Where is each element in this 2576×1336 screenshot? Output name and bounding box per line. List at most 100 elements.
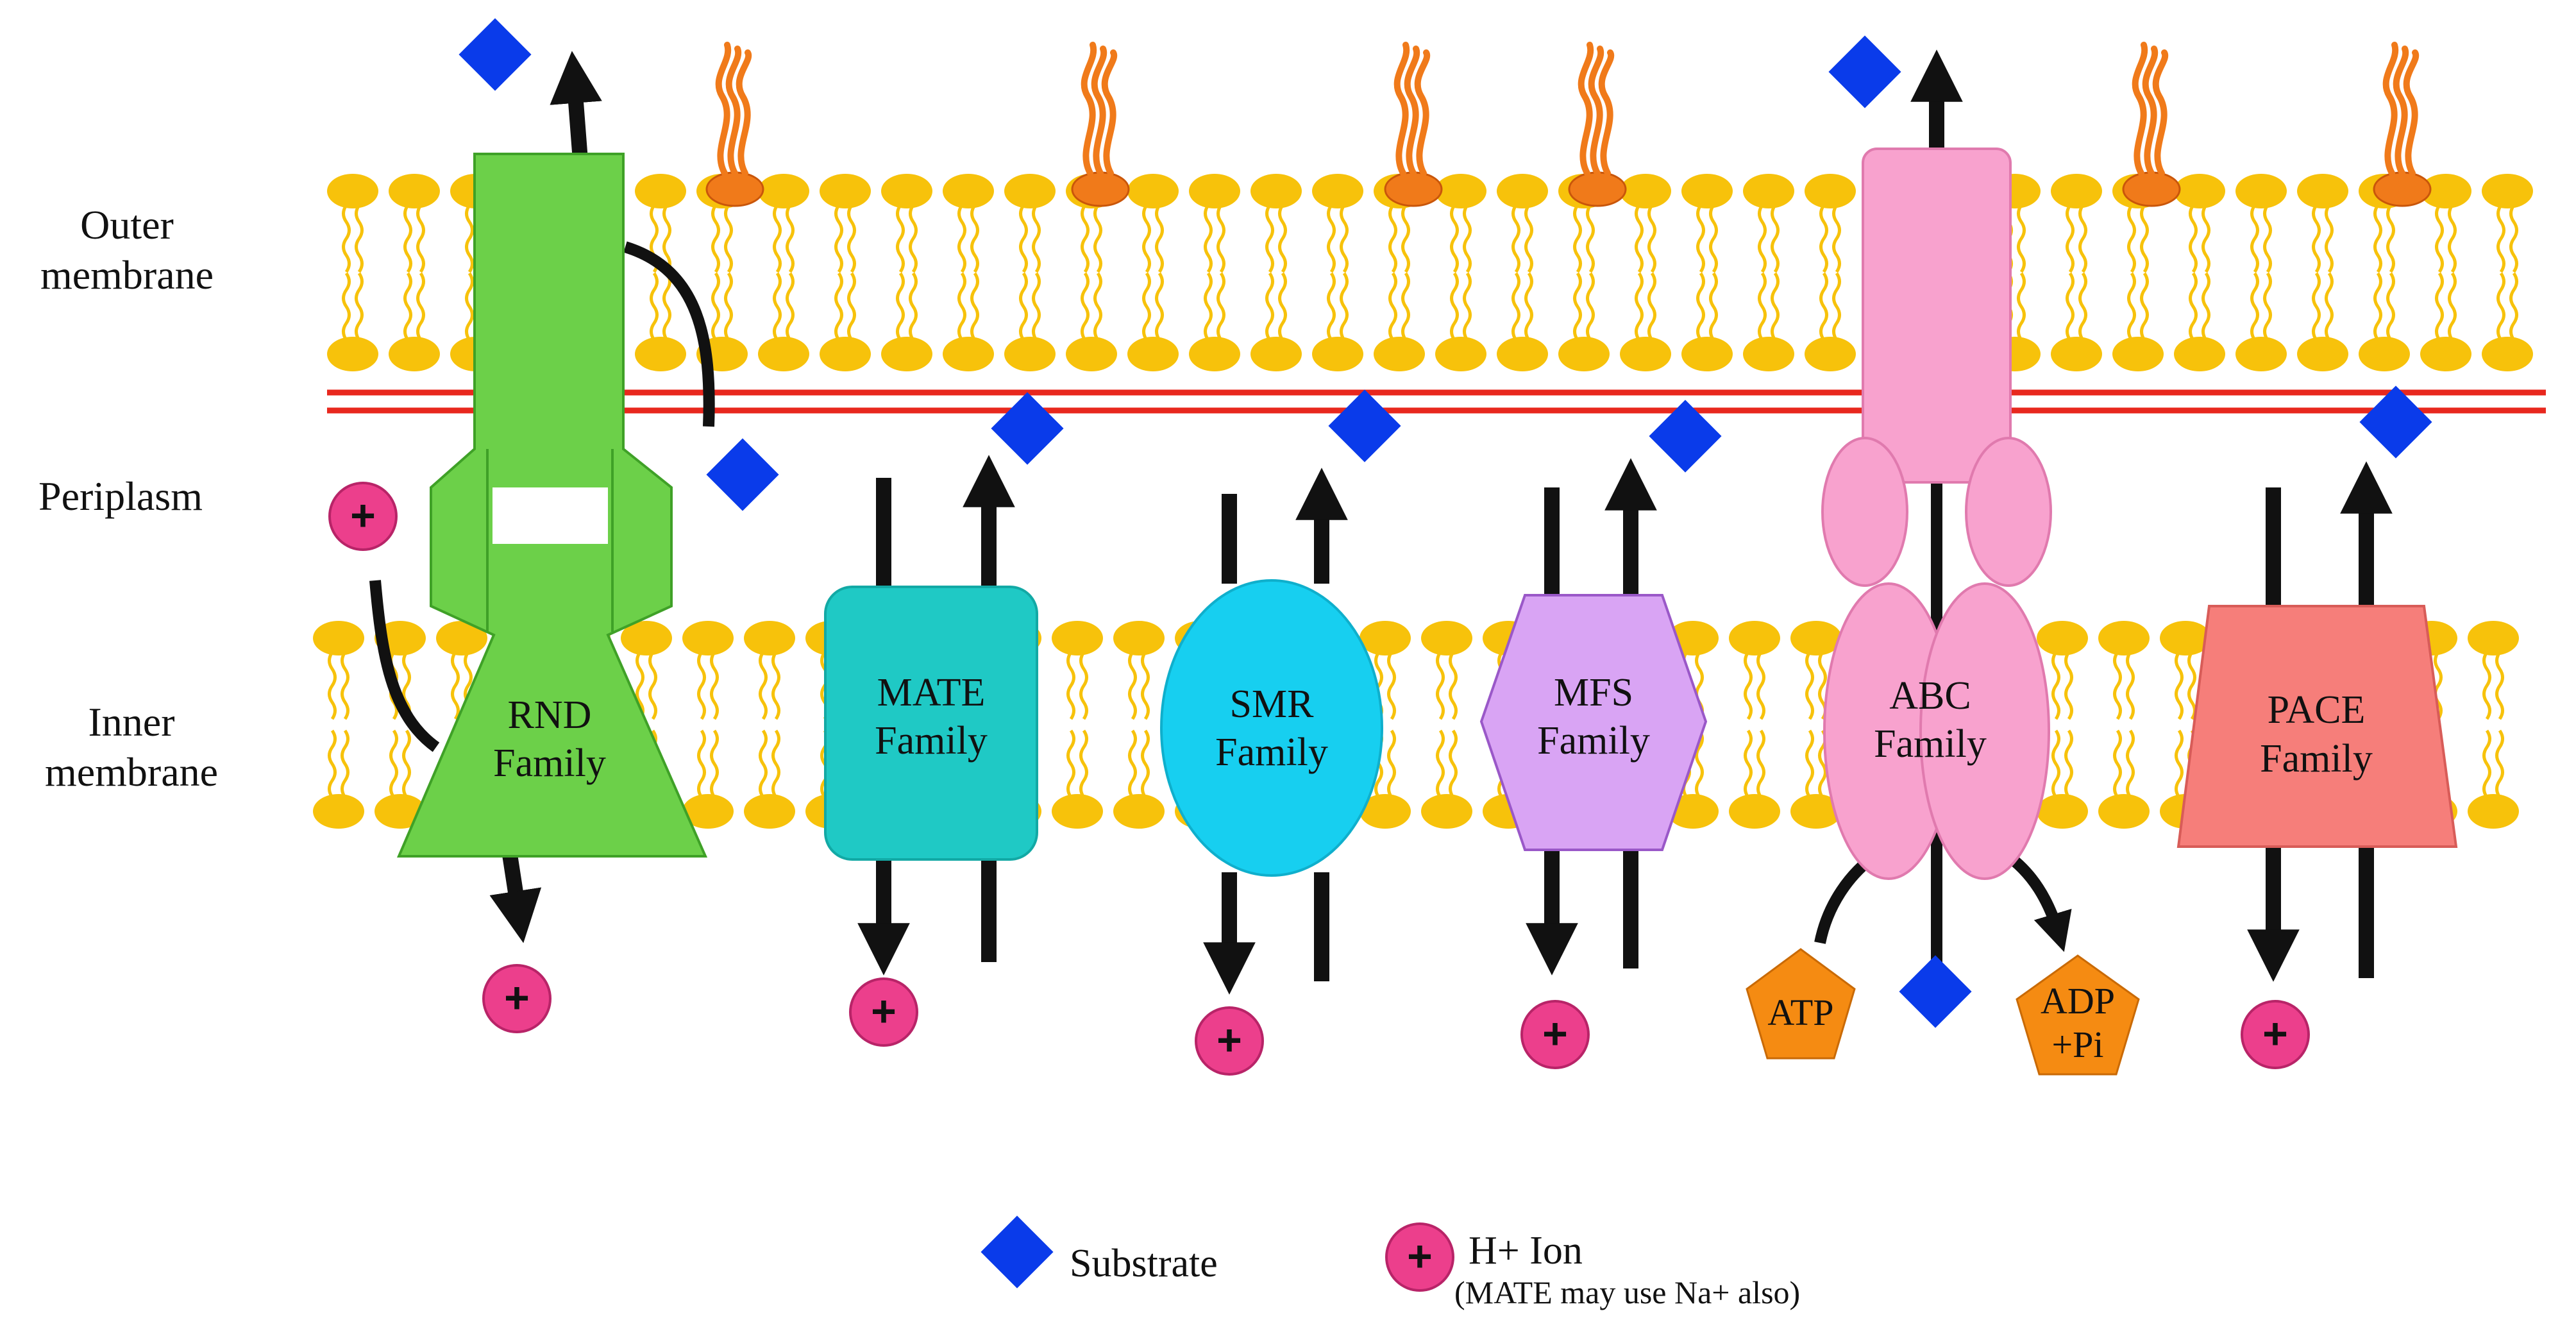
mate-label-line-2: Family: [875, 719, 988, 763]
outer-membrane-lipid: [2235, 174, 2287, 371]
outer-membrane-lipid: [881, 174, 932, 371]
substrate-diamond-icon: [1828, 35, 1901, 108]
abc-periplasmic-lobe-left: [1821, 437, 1908, 587]
outer-membrane-lipid: [2051, 174, 2102, 371]
pace-transporter: PACE Family: [2176, 461, 2458, 982]
atp-pentagon-icon: [1746, 948, 1856, 1060]
smr-label-line-1: SMR: [1230, 682, 1315, 726]
outer-membrane-lipid: [1312, 174, 1363, 371]
outer-membrane-lipid: [1743, 174, 1794, 371]
proton-plus-circle-icon: +: [1195, 1006, 1264, 1076]
outer-membrane-lipid: [1805, 174, 1856, 371]
outer-membrane-label-line-2: membrane: [40, 252, 214, 298]
rnd-substrate-capture-line: [623, 241, 715, 427]
proton-plus-circle-icon: +: [328, 482, 398, 551]
pace-label-line-1: PACE: [2268, 688, 2366, 732]
outer-membrane-lipid: [2420, 174, 2471, 371]
inner-membrane-lipid: [1729, 621, 1780, 829]
svg-text:+: +: [871, 987, 897, 1036]
inner-membrane-lipid: [1790, 621, 1842, 829]
substrate-diamond-icon: [2359, 385, 2432, 459]
outer-membrane-lipid: [1681, 174, 1733, 371]
rnd-substrate-exit-arrow: [550, 51, 602, 161]
mfs-transporter: MFS Family: [1479, 458, 1708, 976]
inner-membrane-lipid: [2098, 621, 2150, 829]
lipopolysaccharide-chains: [705, 42, 2432, 207]
abc-transporter: ABC Family ATP ADP +Pi: [1746, 49, 2140, 1076]
outer-membrane-lipid: [1435, 174, 1486, 371]
substrate-diamond-icon: [991, 392, 1064, 465]
substrate-molecules: [459, 18, 2432, 1028]
inner-membrane-lipid: [313, 621, 364, 829]
legend-substrate-label: Substrate: [1070, 1242, 1218, 1285]
legend-ion-note: (MATE may use Na+ also): [1454, 1274, 1800, 1310]
proton-plus-circle-icon: +: [2241, 1000, 2310, 1069]
abc-label-line-1: ABC: [1889, 674, 1971, 718]
substrate-diamond-icon: [1899, 955, 1972, 1028]
lps-chain: [2373, 42, 2432, 207]
proton-plus-circle-icon: +: [1520, 1000, 1590, 1069]
substrate-diamond-icon: [1649, 400, 1722, 473]
inner-membrane-lipid: [1052, 621, 1103, 829]
outer-membrane-lipid: [1497, 174, 1548, 371]
adp-label-line-2: +Pi: [2051, 1024, 2103, 1065]
svg-text:+: +: [1216, 1016, 1242, 1065]
lps-chain: [1071, 42, 1130, 207]
outer-membrane-lipid: [2174, 174, 2225, 371]
mfs-label-line-1: MFS: [1554, 671, 1633, 715]
inner-membrane-lipid: [1421, 621, 1472, 829]
substrate-diamond-icon: [1328, 389, 1401, 462]
mate-label-line-1: MATE: [877, 671, 986, 715]
outer-membrane-lipid: [2482, 174, 2533, 371]
pace-label-line-2: Family: [2260, 737, 2373, 781]
adp-pentagon-icon: [2016, 954, 2140, 1076]
legend-ion-plus-circle-icon: +: [1385, 1222, 1454, 1292]
outer-membrane-label-line-1: Outer: [80, 202, 174, 248]
inner-membrane-label-line-2: membrane: [45, 749, 218, 795]
substrate-diamond-icon: [706, 438, 779, 511]
rnd-channel-gap: [492, 487, 608, 544]
proton-plus-circle-icon: +: [849, 977, 918, 1047]
substrate-diamond-icon: [459, 18, 532, 91]
outer-membrane-lipid: [1189, 174, 1240, 371]
svg-text:+: +: [2262, 1010, 2288, 1058]
adp-label-line-1: ADP: [2041, 980, 2115, 1022]
abc-periplasmic-lobe-right: [1965, 437, 2052, 587]
legend-ion-label: H+ Ion: [1469, 1229, 1583, 1273]
inner-membrane-lipid: [744, 621, 795, 829]
outer-membrane-lipid: [635, 174, 686, 371]
outer-membrane-lipid: [1620, 174, 1671, 371]
lps-chain: [1384, 42, 1443, 207]
pace-pump-body: [2176, 605, 2458, 848]
atp-label: ATP: [1767, 992, 1833, 1033]
mate-pump-body: [824, 586, 1038, 861]
legend-ion-symbol: +: [1407, 1232, 1433, 1281]
svg-text:+: +: [350, 491, 376, 540]
lps-chain: [2122, 42, 2181, 207]
smr-label-line-2: Family: [1215, 731, 1328, 774]
legend: Substrate + H+ Ion (MATE may use Na+ als…: [981, 1215, 1800, 1310]
rnd-label-line-1: RND: [508, 693, 592, 737]
proton-plus-circle-icon: +: [482, 964, 551, 1033]
abc-outer-channel: [1862, 148, 2012, 484]
outer-membrane-lipid: [327, 174, 378, 371]
abc-label-line-2: Family: [1874, 722, 1987, 766]
periplasm-boundary: [327, 389, 2546, 414]
smr-pump-body: [1160, 579, 1383, 877]
inner-membrane-lipid: [682, 621, 734, 829]
rnd-transporter: RND Family: [369, 51, 715, 943]
lps-chain: [1568, 42, 1627, 207]
svg-text:+: +: [504, 974, 530, 1022]
outer-membrane-lipid: [2297, 174, 2348, 371]
mfs-pump-body: [1479, 594, 1708, 851]
region-labels: Outer membrane Periplasm Inner membrane: [38, 202, 218, 795]
outer-membrane-lipid: [389, 174, 440, 371]
proton-ions: + + + + + +: [328, 482, 2310, 1076]
svg-text:+: +: [1542, 1010, 1568, 1058]
legend-substrate-diamond-icon: [981, 1215, 1054, 1289]
outer-membrane-lipid: [1004, 174, 1056, 371]
inner-membrane-label-line-1: Inner: [88, 699, 174, 745]
rnd-label-line-2: Family: [493, 741, 606, 785]
